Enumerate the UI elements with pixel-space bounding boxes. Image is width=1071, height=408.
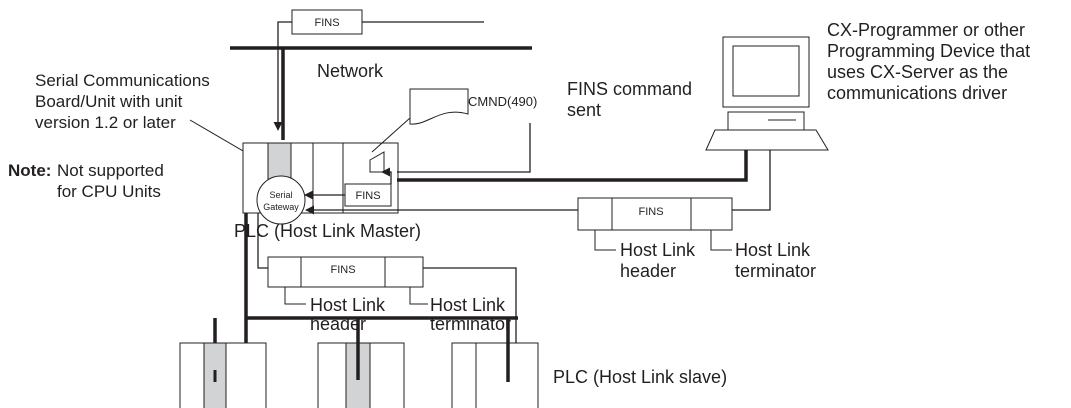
board-label-line1: Serial Communications bbox=[35, 71, 210, 90]
top-fins-label: FINS bbox=[314, 17, 339, 29]
serial-gateway-label1: Serial bbox=[269, 190, 292, 200]
fins-command-line1: FINS command bbox=[567, 79, 692, 99]
right-frame-box bbox=[577, 197, 733, 231]
right-frame-fins: FINS bbox=[638, 206, 663, 218]
right-term-bracket bbox=[710, 230, 732, 251]
internal-fins: FINS bbox=[304, 167, 392, 207]
computer: CX-Programmer or other Programming Devic… bbox=[705, 20, 1030, 151]
pc-fins-route bbox=[397, 123, 531, 173]
plc-slave-3: PLC (Host Link slave) bbox=[451, 318, 727, 408]
plc-slave-3-body bbox=[451, 342, 539, 408]
network-label: Network bbox=[317, 61, 384, 81]
serial-gateway-label2: Gateway bbox=[263, 202, 299, 212]
fins-command-line2: sent bbox=[567, 100, 601, 120]
cx-label-line3: uses CX-Server as the bbox=[827, 62, 1008, 82]
lower-header-bracket bbox=[284, 287, 306, 305]
cpu-to-fins-line bbox=[381, 167, 392, 184]
note-block: Note: Not supported for CPU Units bbox=[8, 161, 164, 201]
top-fins-down-path bbox=[273, 21, 292, 131]
pc-serial-route bbox=[305, 150, 771, 215]
right-header-line2: header bbox=[620, 261, 676, 281]
lower-frame-fins: FINS bbox=[330, 264, 355, 276]
cx-label-line2: Programming Device that bbox=[827, 41, 1030, 61]
board-label-block: Serial Communications Board/Unit with un… bbox=[35, 71, 263, 163]
right-term-line2: terminator bbox=[735, 261, 816, 281]
plc-slave-1 bbox=[179, 318, 267, 408]
cx-label-line1: CX-Programmer or other bbox=[827, 20, 1025, 40]
computer-case bbox=[727, 111, 805, 131]
board-label-line3: version 1.2 or later bbox=[35, 113, 176, 132]
serial-gateway-circle bbox=[256, 175, 306, 225]
internal-fins-label: FINS bbox=[355, 190, 380, 202]
lower-term-bracket bbox=[409, 287, 428, 305]
plc-master-label: PLC (Host Link Master) bbox=[234, 221, 421, 241]
plc-master: Serial Gateway PLC (Host Link Master) bbox=[234, 117, 421, 241]
cmnd-document: CMND(490) FINS command sent bbox=[409, 79, 692, 125]
cmnd-pointer bbox=[371, 117, 411, 153]
network-group: Network FINS bbox=[230, 9, 532, 140]
lower-term-line1: Host Link bbox=[430, 295, 506, 315]
board-label-line2: Board/Unit with unit bbox=[35, 92, 183, 111]
pc-bus-cable bbox=[397, 150, 748, 182]
cx-label-line4: communications driver bbox=[827, 83, 1007, 103]
gateway-down-route bbox=[257, 213, 268, 269]
right-header-line1: Host Link bbox=[620, 240, 696, 260]
lower-frame-to-slave bbox=[423, 267, 521, 379]
right-hostlink-frame: FINS Host Link header Host Link terminat… bbox=[577, 197, 816, 281]
right-term-line1: Host Link bbox=[735, 240, 811, 260]
keyboard bbox=[705, 129, 829, 151]
plc-slave-2 bbox=[317, 318, 405, 408]
note-line1: Not supported bbox=[57, 161, 164, 180]
pc-connections bbox=[305, 123, 771, 215]
cmnd-label: CMND(490) bbox=[468, 94, 537, 109]
plc-slave-label: PLC (Host Link slave) bbox=[553, 367, 727, 387]
cmnd-document-shape bbox=[409, 88, 469, 125]
lower-frame-box bbox=[267, 256, 424, 288]
note-line2: for CPU Units bbox=[57, 182, 161, 201]
lower-header-line1: Host Link bbox=[310, 295, 386, 315]
note-prefix: Note: bbox=[8, 161, 51, 180]
right-header-bracket bbox=[594, 230, 616, 251]
monitor-screen bbox=[732, 45, 800, 97]
